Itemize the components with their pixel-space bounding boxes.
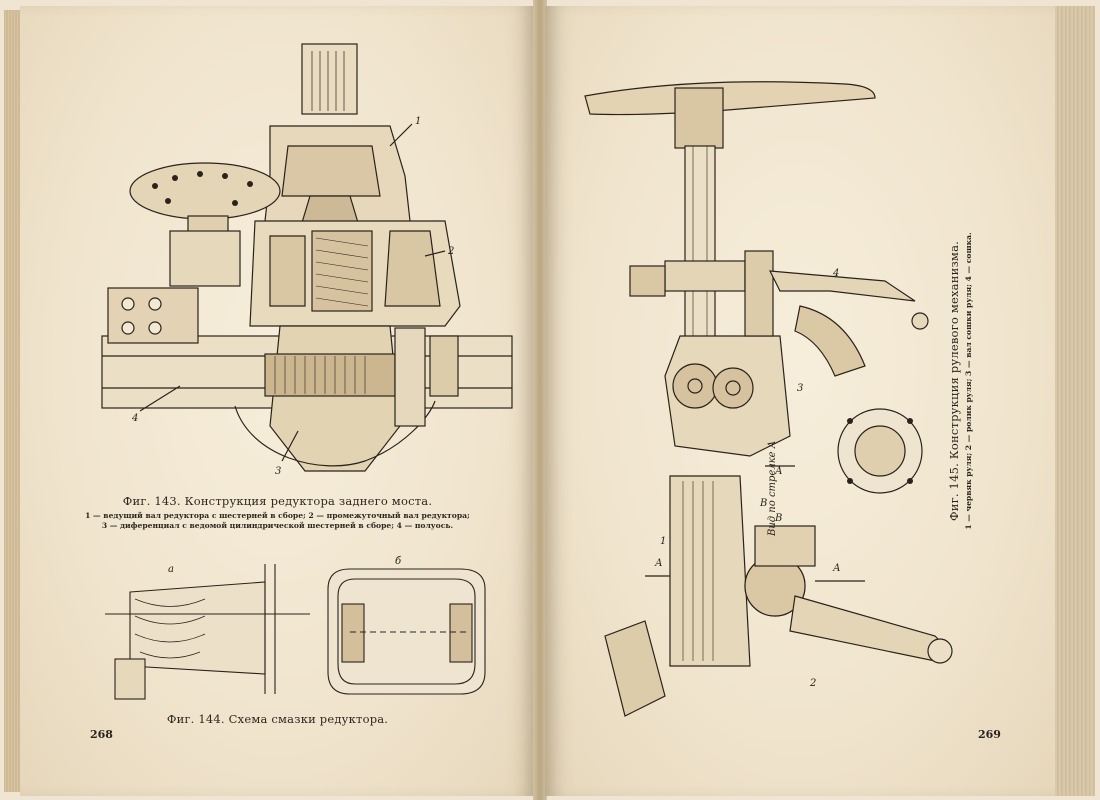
fig143-callout-1: 1	[415, 116, 421, 127]
left-page: 1 2 3 4 Фиг. 143. Конструкция редуктора …	[20, 6, 535, 796]
figure-143-legend-line-2: 3 — диференциал с ведомой цилиндрической…	[101, 521, 454, 530]
fig145-callout-1: 1	[660, 536, 666, 547]
right-page-number: 269	[978, 728, 1001, 741]
fig145-callout-4: 4	[832, 268, 839, 279]
fig144-label-b: б	[395, 556, 402, 567]
figure-143-legend-line-1: 1 — ведущий вал редуктора с шестерней в …	[85, 511, 470, 520]
fig144-label-a: а	[168, 564, 174, 575]
figure-145-title: Фиг. 145. Конструкция рулевого механизма…	[947, 241, 961, 521]
figure-145-legend: 1 — червяк руля; 2 — ролик руля; 3 — вал…	[964, 232, 973, 530]
fig145-view-label: Вид по стрелке А	[767, 441, 778, 537]
figure-144-drawing: а б	[105, 556, 486, 700]
fig145-section-a-left: А	[654, 558, 663, 569]
right-page: А А В В А 1 2 3 4 Вид по стрелке А Фиг. …	[545, 6, 1055, 796]
figure-143-drawing: 1 2 3 4	[101, 43, 513, 477]
figure-145-drawing: А А В В А 1 2 3 4 Вид по стрелке А	[584, 81, 953, 717]
fig145-section-a-right: А	[832, 563, 841, 574]
fig145-callout-2: 2	[809, 678, 816, 689]
fig143-callout-2: 2	[447, 246, 454, 257]
fig145-callout-3: 3	[797, 383, 803, 394]
fig143-callout-4: 4	[131, 413, 138, 424]
fig145-section-b-2: В	[774, 513, 782, 524]
left-page-number: 268	[90, 728, 113, 741]
fig145-section-b-1: В	[759, 498, 767, 509]
figure-143-caption: Фиг. 143. Конструкция редуктора заднего …	[20, 494, 535, 531]
left-page-edges	[4, 10, 20, 792]
figure-145-caption: Фиг. 145. Конструкция рулевого механизма…	[947, 211, 974, 551]
right-page-edges	[1055, 6, 1095, 796]
figure-143-title: Фиг. 143. Конструкция редуктора заднего …	[122, 494, 433, 508]
fig145-section-a-arrow: А	[774, 466, 783, 477]
book-gutter	[533, 0, 547, 800]
figure-144-title: Фиг. 144. Схема смазки редуктора.	[166, 712, 389, 726]
fig143-callout-3: 3	[275, 466, 281, 477]
